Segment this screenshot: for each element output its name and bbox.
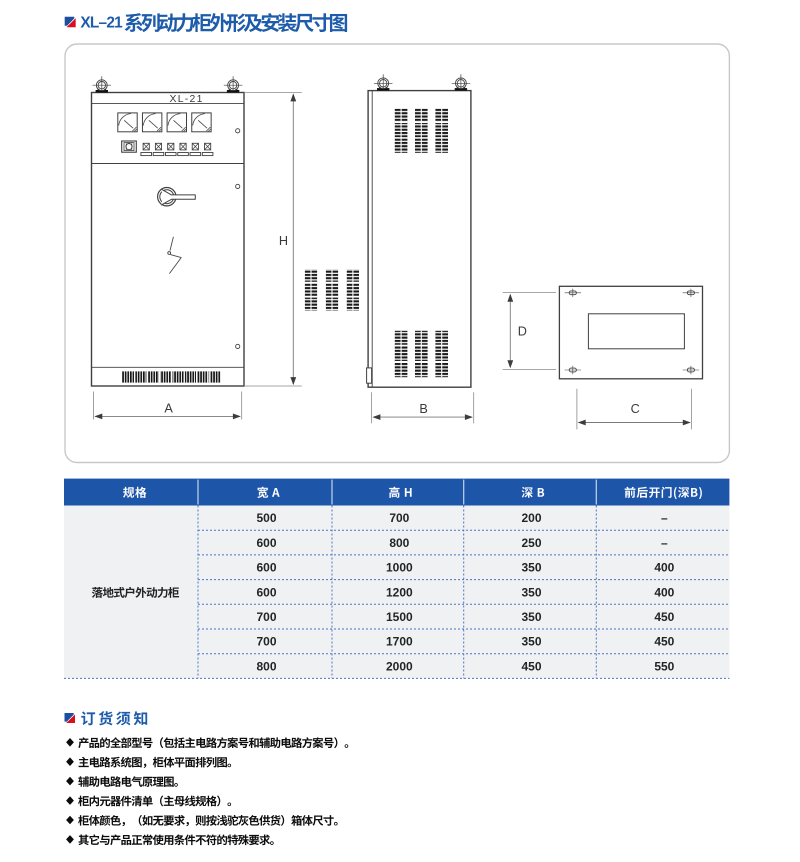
svg-text:B: B — [419, 402, 427, 416]
svg-text:–: – — [661, 511, 668, 525]
svg-text:800: 800 — [256, 659, 276, 673]
svg-text:800: 800 — [389, 536, 409, 550]
svg-text:–: – — [661, 536, 668, 550]
svg-text:C: C — [631, 402, 640, 416]
svg-text:700: 700 — [389, 511, 409, 525]
svg-text:600: 600 — [256, 585, 276, 599]
svg-text:700: 700 — [256, 635, 276, 649]
svg-text:400: 400 — [654, 585, 674, 599]
svg-text:600: 600 — [256, 536, 276, 550]
svg-text:450: 450 — [654, 610, 674, 624]
svg-text:350: 350 — [521, 635, 541, 649]
svg-text:D: D — [518, 325, 527, 339]
svg-text:450: 450 — [521, 659, 541, 673]
svg-text:500: 500 — [256, 511, 276, 525]
svg-text:600: 600 — [256, 561, 276, 575]
svg-text:550: 550 — [654, 659, 674, 673]
svg-text:200: 200 — [521, 511, 541, 525]
svg-text:1000: 1000 — [386, 561, 413, 575]
svg-text:1700: 1700 — [386, 635, 413, 649]
svg-text:250: 250 — [521, 536, 541, 550]
svg-text:400: 400 — [654, 561, 674, 575]
svg-text:XL-21: XL-21 — [169, 94, 203, 105]
svg-text:350: 350 — [521, 585, 541, 599]
svg-text:XL–21: XL–21 — [80, 14, 123, 31]
svg-text:350: 350 — [521, 561, 541, 575]
svg-text:450: 450 — [654, 635, 674, 649]
svg-text:700: 700 — [256, 610, 276, 624]
svg-text:1500: 1500 — [386, 610, 413, 624]
svg-text:1200: 1200 — [386, 585, 413, 599]
svg-text:350: 350 — [521, 610, 541, 624]
svg-text:2000: 2000 — [386, 659, 413, 673]
svg-text:A: A — [164, 402, 173, 416]
svg-text:H: H — [279, 234, 288, 248]
